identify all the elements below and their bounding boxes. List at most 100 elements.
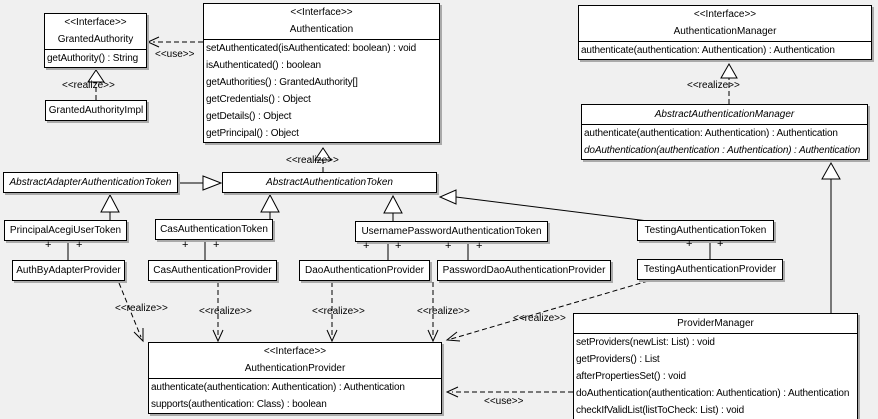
method: getAuthority() : String: [47, 53, 139, 64]
class-auth-by-adapter-provider[interactable]: AuthByAdapterProvider: [12, 260, 125, 281]
realize-password-dao-authentication-provider[interactable]: [427, 282, 439, 343]
generalization-provider-manager-to-abstract-manager[interactable]: [821, 161, 841, 313]
class-header: AbstractAuthenticationToken: [223, 173, 436, 192]
realize-testing-authentication-provider[interactable]: [445, 280, 649, 342]
generalization-testing-authentication-token[interactable]: [438, 189, 649, 222]
class-name: AbstractAuthenticationManager: [654, 109, 795, 120]
class-header: <<Interface>> AuthenticationProvider: [149, 343, 441, 379]
generalization-username-password-token[interactable]: [383, 194, 403, 221]
class-name: PasswordDaoAuthenticationProvider: [442, 265, 606, 276]
association-end-plus: +: [395, 240, 402, 252]
realize-label: <<realize>>: [199, 306, 252, 317]
association-end-plus: +: [717, 238, 724, 250]
class-name: CasAuthenticationToken: [160, 224, 268, 235]
class-name: TestingAuthenticationToken: [644, 225, 767, 236]
class-header: PasswordDaoAuthenticationProvider: [438, 261, 610, 280]
realize-label: <<realize>>: [62, 80, 115, 91]
class-header: PrincipalAcegiUserToken: [5, 221, 126, 240]
class-header: ProviderManager: [574, 314, 857, 334]
class-name: AuthByAdapterProvider: [16, 265, 121, 276]
class-authentication-manager[interactable]: <<Interface>> AuthenticationManager auth…: [578, 5, 872, 60]
class-testing-authentication-token[interactable]: TestingAuthenticationToken: [637, 220, 774, 241]
class-provider-manager[interactable]: ProviderManager setProviders(newList: Li…: [573, 313, 858, 419]
method: getDetails() : Object: [206, 111, 292, 122]
class-authentication-provider[interactable]: <<Interface>> AuthenticationProvider aut…: [148, 342, 442, 414]
association-end-plus: +: [45, 239, 52, 251]
realize-label: <<realize>>: [417, 306, 470, 317]
method: doAuthentication(authentication: Authent…: [576, 388, 850, 399]
class-header: UsernamePasswordAuthenticationToken: [356, 222, 547, 241]
class-header: GrantedAuthorityImpl: [46, 101, 146, 120]
use-label: <<use>>: [155, 49, 195, 60]
class-name: DaoAuthenticationProvider: [305, 265, 424, 276]
realization-granted-authority-impl[interactable]: [87, 69, 105, 100]
association-end-plus: +: [76, 239, 83, 251]
realize-label: <<realize>>: [115, 303, 168, 314]
class-name: ProviderManager: [677, 318, 754, 329]
class-granted-authority-impl[interactable]: GrantedAuthorityImpl: [45, 100, 147, 121]
class-header: <<Interface>> Authentication: [204, 4, 439, 40]
class-header: DaoAuthenticationProvider: [300, 261, 429, 280]
realization-abstract-token-to-authentication[interactable]: [314, 147, 332, 172]
realization-abstract-manager-to-authentication-manager[interactable]: [720, 62, 738, 104]
stereotype: <<Interface>>: [693, 9, 757, 20]
class-username-password-authentication-token[interactable]: UsernamePasswordAuthenticationToken: [355, 221, 548, 242]
class-name: TestingAuthenticationProvider: [643, 264, 777, 275]
method: getCredentials() : Object: [206, 94, 311, 105]
method: getProviders() : List: [576, 354, 660, 365]
class-header: CasAuthenticationToken: [156, 220, 272, 239]
class-dao-authentication-provider[interactable]: DaoAuthenticationProvider: [299, 260, 430, 281]
class-header: AbstractAdapterAuthenticationToken: [4, 173, 177, 192]
method: supports(authentication: Class) : boolea…: [151, 399, 327, 410]
class-cas-authentication-token[interactable]: CasAuthenticationToken: [155, 219, 273, 240]
association-end-plus: +: [476, 240, 483, 252]
class-name: UsernamePasswordAuthenticationToken: [361, 226, 542, 237]
class-name: GrantedAuthority: [57, 34, 134, 45]
use-label: <<use>>: [484, 396, 524, 407]
generalization-cas-authentication-token[interactable]: [260, 193, 280, 219]
realize-cas-authentication-provider[interactable]: [212, 282, 224, 343]
stereotype: <<Interface>>: [290, 7, 353, 18]
realize-label: <<realize>>: [286, 155, 339, 166]
generalization-principal-acegi-user-token[interactable]: [100, 193, 120, 220]
use-provider-manager-to-authentication-provider[interactable]: [445, 386, 573, 398]
class-header: TestingAuthenticationProvider: [638, 260, 782, 279]
class-header: AuthByAdapterProvider: [13, 261, 124, 280]
method: setProviders(newList: List) : void: [576, 337, 715, 348]
class-name: GrantedAuthorityImpl: [48, 105, 144, 116]
class-principal-acegi-user-token[interactable]: PrincipalAcegiUserToken: [4, 220, 127, 241]
method: setAuthenticated(isAuthenticated: boolea…: [206, 43, 417, 54]
class-granted-authority[interactable]: <<Interface>> GrantedAuthority getAuthor…: [44, 13, 147, 68]
class-authentication[interactable]: <<Interface>> Authentication setAuthenti…: [203, 3, 440, 143]
stereotype: <<Interface>>: [263, 346, 327, 357]
class-name: PrincipalAcegiUserToken: [9, 225, 122, 236]
method: authenticate(authentication: Authenticat…: [151, 382, 405, 393]
method: isAuthenticated() : boolean: [206, 60, 321, 71]
realize-auth-by-adapter-provider[interactable]: [118, 282, 144, 343]
association-end-plus: +: [686, 238, 693, 250]
generalization-abstract-adapter-token-to-abstract-token[interactable]: [178, 175, 223, 191]
method: doAuthentication(authentication : Authen…: [584, 145, 861, 156]
class-name: AbstractAuthenticationToken: [266, 177, 393, 188]
realize-label: <<realize>>: [687, 80, 740, 91]
class-abstract-authentication-manager[interactable]: AbstractAuthenticationManager authentica…: [581, 104, 868, 160]
class-header: CasAuthenticationProvider: [149, 261, 276, 280]
class-name: CasAuthenticationProvider: [153, 265, 272, 276]
class-header: TestingAuthenticationToken: [638, 221, 773, 240]
class-testing-authentication-provider[interactable]: TestingAuthenticationProvider: [637, 259, 783, 280]
class-abstract-authentication-token[interactable]: AbstractAuthenticationToken: [222, 172, 437, 193]
use-authentication-to-granted-authority[interactable]: [146, 36, 203, 48]
class-abstract-adapter-authentication-token[interactable]: AbstractAdapterAuthenticationToken: [3, 172, 178, 193]
method: authenticate(authentication: Authenticat…: [584, 128, 838, 139]
class-password-dao-authentication-provider[interactable]: PasswordDaoAuthenticationProvider: [437, 260, 611, 281]
class-name: AuthenticationProvider: [244, 363, 346, 374]
realize-label: <<realize>>: [513, 313, 566, 324]
class-header: <<Interface>> AuthenticationManager: [579, 6, 871, 42]
realize-dao-authentication-provider[interactable]: [326, 282, 338, 343]
class-cas-authentication-provider[interactable]: CasAuthenticationProvider: [148, 260, 277, 281]
method: getPrincipal() : Object: [206, 128, 299, 139]
association-end-plus: +: [182, 239, 189, 251]
method: authenticate(authentication: Authenticat…: [581, 45, 835, 56]
